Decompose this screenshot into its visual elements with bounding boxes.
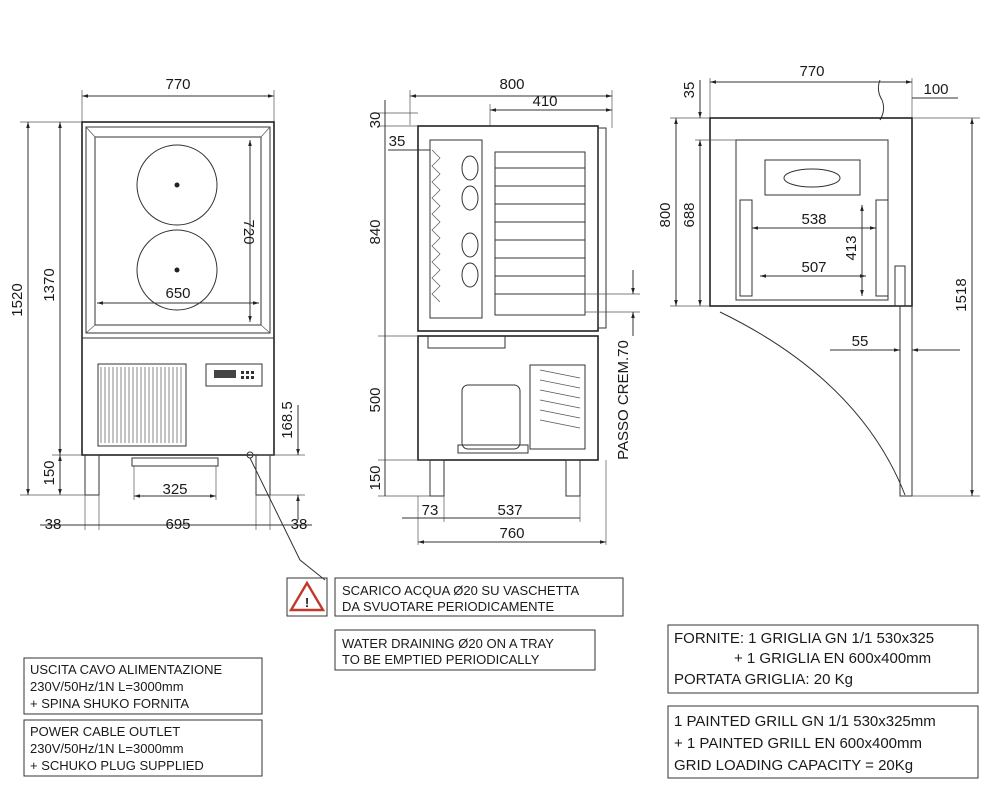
compressor (457, 364, 586, 454)
side-cabinet-upper (417, 125, 599, 332)
front-width-dim: 770 (165, 76, 190, 93)
side-left-dim: 38 (45, 516, 62, 533)
supply-it-line1: FORNITE: 1 GRIGLIA GN 1/1 530x325 (674, 630, 934, 647)
tray-width-dim: 325 (162, 481, 187, 498)
power-it-line2: 230V/50Hz/1N L=3000mm (30, 679, 184, 694)
side-foot-offset-dim: 73 (422, 502, 439, 519)
warning-en-line1: WATER DRAINING Ø20 ON A TRAY (342, 636, 554, 651)
evaporator-fan-icon (461, 155, 479, 288)
side-cabinet-lower (417, 335, 599, 461)
front-cabinet (81, 121, 275, 456)
top-depth-dim: 800 (657, 202, 674, 227)
supply-en-line2: + 1 PAINTED GRILL EN 600x400mm (674, 735, 922, 752)
side-foot-left (429, 459, 445, 497)
power-it-line3: + SPINA SHUKO FORNITA (30, 696, 189, 711)
power-note: USCITA CAVO ALIMENTAZIONE 230V/50Hz/1N L… (23, 657, 263, 777)
drain-leader-line (249, 457, 326, 581)
shelf-rack (494, 151, 586, 316)
foot-left (84, 454, 100, 496)
supply-note: FORNITE: 1 GRIGLIA GN 1/1 530x325 + 1 GR… (667, 624, 979, 779)
top-cap-height-dim: 35 (681, 82, 698, 99)
side-chamber-height-dim: 840 (367, 219, 384, 244)
chamber-width-dim: 650 (165, 285, 190, 302)
supply-it-line3: PORTATA GRIGLIA: 20 Kg (674, 671, 853, 688)
side-width-dim: 800 (499, 76, 524, 93)
side-base-width-dim: 760 (499, 525, 524, 542)
supply-it-line2: + 1 GRIGLIA EN 600x400mm (734, 650, 931, 667)
power-en-line2: 230V/50Hz/1N L=3000mm (30, 741, 184, 756)
top-fan-housing (764, 159, 861, 196)
warning-en-line2: TO BE EMPTIED PERIODICALLY (342, 652, 540, 667)
drain-tray (131, 457, 219, 467)
display-screen (214, 370, 236, 378)
side-unit-height-dim: 500 (367, 387, 384, 412)
drain-pipe (427, 336, 506, 349)
feet-height-dim: 150 (41, 460, 58, 485)
hinge-offset-dim: 55 (852, 333, 869, 350)
top-door-offset-dim: 100 (923, 81, 948, 98)
power-en-line1: POWER CABLE OUTLET (30, 724, 180, 739)
warning-note: ! SCARICO ACQUA Ø20 SU VASCHETTA DA SVUO… (286, 577, 624, 671)
shelf-pitch-label: PASSO CREM.70 (615, 340, 632, 460)
vent-grille (97, 363, 187, 447)
top-width-dim: 770 (799, 63, 824, 80)
grill-width-dim: 538 (801, 211, 826, 228)
side-foot-right (565, 459, 581, 497)
evaporator (429, 139, 483, 319)
power-it-line1: USCITA CAVO ALIMENTAZIONE (30, 662, 222, 677)
drain-height-dim: 168.5 (279, 401, 296, 439)
side-right-dim: 38 (291, 516, 308, 533)
warning-it-line2: DA SVUOTARE PERIODICAMENTE (342, 599, 554, 614)
side-foot-span-dim: 537 (497, 502, 522, 519)
top-cabinet (709, 117, 913, 307)
power-en-line3: + SCHUKO PLUG SUPPLIED (30, 758, 204, 773)
warning-it-line1: SCARICO ACQUA Ø20 SU VASCHETTA (342, 583, 580, 598)
base-width-dim: 695 (165, 516, 190, 533)
supply-en-line1: 1 PAINTED GRILL GN 1/1 530x325mm (674, 713, 936, 730)
chamber-height-dim: 720 (240, 219, 257, 244)
door-open-depth-dim: 1518 (953, 278, 970, 311)
total-height-dim: 1520 (9, 283, 26, 316)
side-door (597, 127, 607, 329)
door-swing-arc (719, 311, 906, 496)
fan-circle-top (136, 144, 218, 226)
side-view: 800 410 (367, 76, 640, 545)
grill-depth-dim: 413 (843, 235, 860, 260)
svg-text:!: ! (305, 595, 309, 610)
control-panel (205, 363, 263, 387)
body-height-dim: 1370 (41, 268, 58, 301)
front-view: 770 720 650 (9, 76, 326, 581)
side-inner-depth-dim: 410 (532, 93, 557, 110)
fan-circle-bottom (136, 229, 218, 311)
warning-triangle-icon (288, 580, 326, 612)
top-inner-depth-dim: 688 (681, 202, 698, 227)
side-shelf-offset-dim: 35 (389, 133, 406, 150)
grill-width-lower-dim: 507 (801, 259, 826, 276)
top-fan-icon (783, 168, 841, 188)
side-feet-height-dim: 150 (367, 465, 384, 490)
supply-en-line3: GRID LOADING CAPACITY = 20Kg (674, 757, 913, 774)
top-view: 770 100 538 507 413 55 800 688 35 (657, 63, 980, 497)
open-door (899, 305, 913, 497)
side-top-offset-dim: 30 (367, 112, 384, 129)
